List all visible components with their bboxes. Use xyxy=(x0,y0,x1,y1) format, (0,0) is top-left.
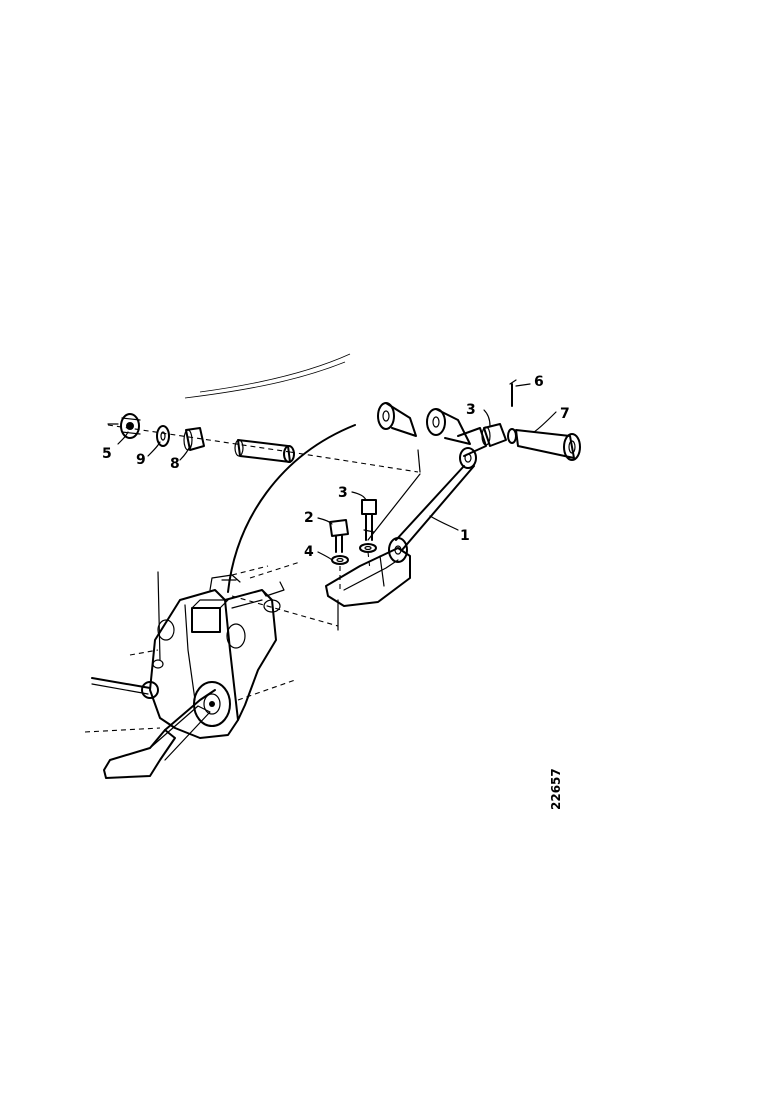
pedal-assembly xyxy=(84,561,301,779)
callout-1: 1 xyxy=(460,528,470,544)
callout-4: 4 xyxy=(304,544,314,560)
shaft-parts-left xyxy=(120,413,295,463)
callout-7: 7 xyxy=(560,406,570,422)
control-cable xyxy=(221,424,356,593)
callout-3: 3 xyxy=(466,402,476,418)
callout-8: 8 xyxy=(170,456,180,472)
callout-6: 6 xyxy=(534,374,544,390)
drawing-reference-number: 22657 xyxy=(549,768,563,810)
lever-assembly xyxy=(325,402,487,607)
callout-labels: 1 2 3 3 4 5 6 7 8 8 9 xyxy=(102,374,570,560)
shaft-parts-right xyxy=(481,379,581,461)
callout-9: 9 xyxy=(136,452,146,468)
alignment-lines xyxy=(107,424,421,631)
callout-3: 3 xyxy=(338,485,348,501)
callout-2: 2 xyxy=(304,510,314,526)
dashboard-contour xyxy=(184,353,351,399)
leader-lines xyxy=(107,383,557,561)
fasteners xyxy=(329,499,377,590)
callout-5: 5 xyxy=(102,446,112,462)
